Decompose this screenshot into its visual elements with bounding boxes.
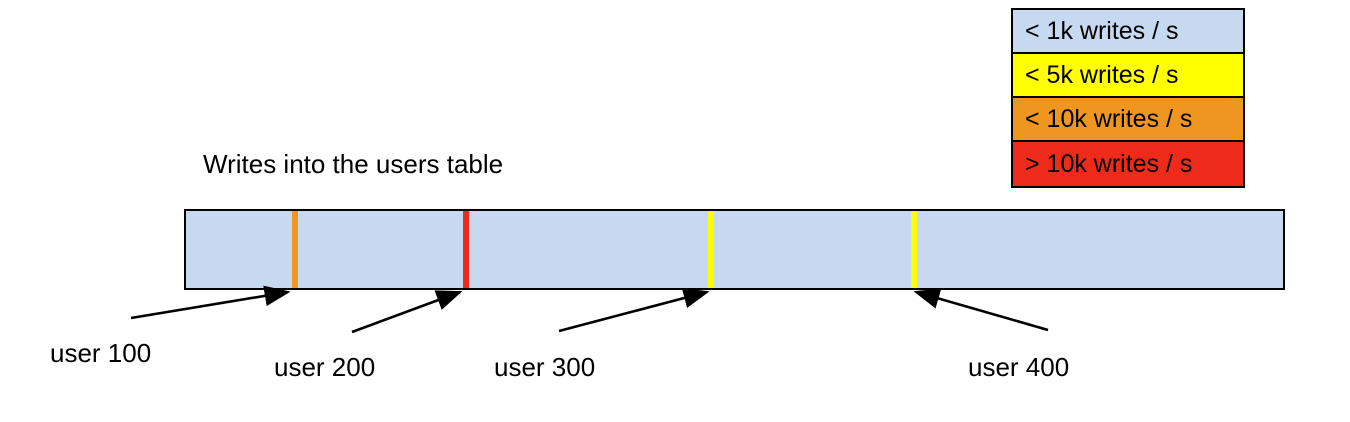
- arrow-user-100: [130, 285, 291, 320]
- legend-item-label: < 1k writes / s: [1025, 16, 1179, 45]
- arrow-user-200: [351, 290, 463, 334]
- legend-item-label: > 10k writes / s: [1025, 149, 1193, 178]
- legend-item-label: < 5k writes / s: [1025, 60, 1179, 89]
- legend-item-label: < 10k writes / s: [1025, 104, 1193, 133]
- legend-item-gt-10k: > 10k writes / s: [1013, 142, 1243, 186]
- users-table-keyspace-bar: [184, 209, 1285, 290]
- chart-caption: Writes into the users table: [203, 149, 504, 179]
- arrow-user-400: [913, 288, 1049, 332]
- marker-user-400: [911, 211, 918, 288]
- arrow-user-300: [558, 287, 710, 333]
- callout-user-400: user 400: [968, 352, 1070, 382]
- callout-user-300: user 300: [494, 352, 596, 382]
- legend: < 1k writes / s < 5k writes / s < 10k wr…: [1011, 8, 1245, 188]
- marker-user-300: [708, 211, 715, 288]
- marker-user-200: [462, 211, 469, 288]
- legend-item-lt-1k: < 1k writes / s: [1013, 10, 1243, 54]
- legend-item-lt-5k: < 5k writes / s: [1013, 54, 1243, 98]
- marker-user-100: [291, 211, 298, 288]
- bar-base-fill: [186, 211, 1283, 288]
- callout-user-100: user 100: [50, 338, 152, 368]
- callout-user-200: user 200: [274, 352, 376, 382]
- legend-item-lt-10k: < 10k writes / s: [1013, 98, 1243, 142]
